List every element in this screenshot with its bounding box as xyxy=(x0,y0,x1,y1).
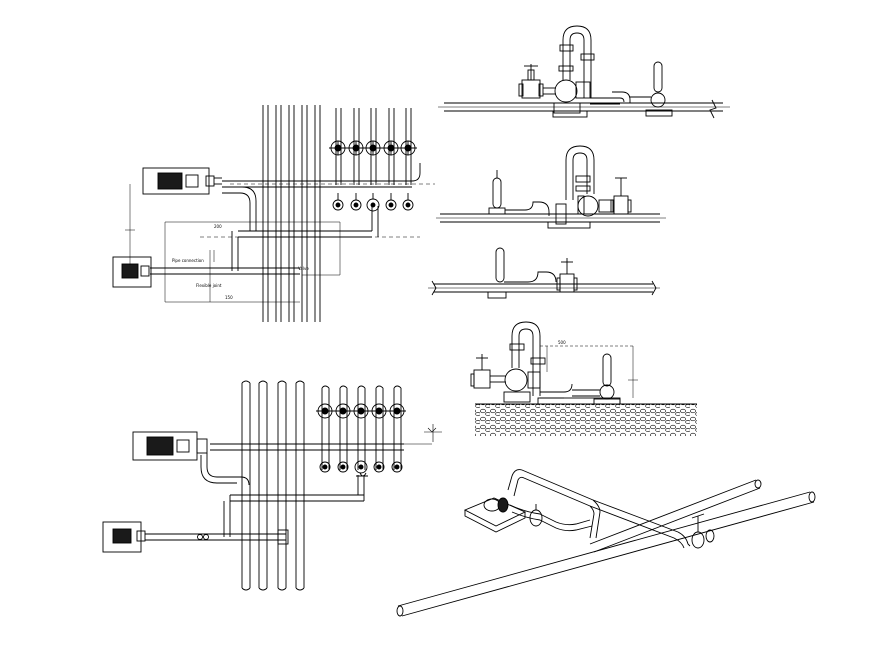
elev2-check-valve xyxy=(488,170,506,215)
upper-plan-risers xyxy=(262,105,321,322)
note-a: Pipe connection xyxy=(172,258,204,263)
elev4-pump xyxy=(503,368,541,403)
note-c: Valve xyxy=(298,266,309,271)
lower-plan-branches xyxy=(321,385,402,470)
note-b: Flexible joint xyxy=(196,283,222,288)
elev1-pump xyxy=(553,79,591,114)
elev1-gate-valve xyxy=(518,64,544,99)
annotations: Pipe connection Flexible joint Valve 200… xyxy=(172,224,566,345)
dim-a: 200 xyxy=(214,224,222,229)
elev3-gate-valve xyxy=(556,258,578,293)
lower-plan-risers xyxy=(241,380,305,591)
iso-valve-1 xyxy=(529,504,543,527)
elev2-u-loop xyxy=(565,145,595,200)
elevation-1 xyxy=(438,25,730,119)
iso-pump-base xyxy=(463,497,527,533)
pump-unit-lower-1 xyxy=(132,431,208,461)
lower-plan xyxy=(102,380,432,591)
elev4-check-valve xyxy=(593,353,621,405)
upper-plan-valves-top xyxy=(329,140,417,156)
dim-b: 150 xyxy=(225,295,233,300)
elev1-u-loop xyxy=(558,25,595,98)
elev4-u-loop xyxy=(509,321,546,396)
lower-plan-valves-bottom xyxy=(319,460,403,474)
lower-plan-valves-top xyxy=(316,403,406,419)
elev2-pump xyxy=(577,195,614,217)
elev3-check-valve xyxy=(487,247,507,299)
upper-plan xyxy=(112,105,435,322)
elev1-check-valve xyxy=(630,61,673,117)
pump-unit-upper-1 xyxy=(142,167,222,195)
pump-unit-lower-2 xyxy=(102,521,146,553)
upper-plan-valves-bottom xyxy=(332,193,414,212)
isometric-view xyxy=(396,469,816,617)
elevation-4 xyxy=(470,321,697,436)
crosshair-marker xyxy=(424,424,442,442)
elev-dim: 500 xyxy=(558,340,566,345)
elevation-3 xyxy=(428,247,660,299)
elevation-2 xyxy=(436,145,666,229)
elev4-gate-valve xyxy=(470,354,491,389)
elev2-gate-valve xyxy=(610,177,632,215)
iso-gate-valve xyxy=(691,513,715,549)
pump-unit-upper-2 xyxy=(112,256,152,288)
